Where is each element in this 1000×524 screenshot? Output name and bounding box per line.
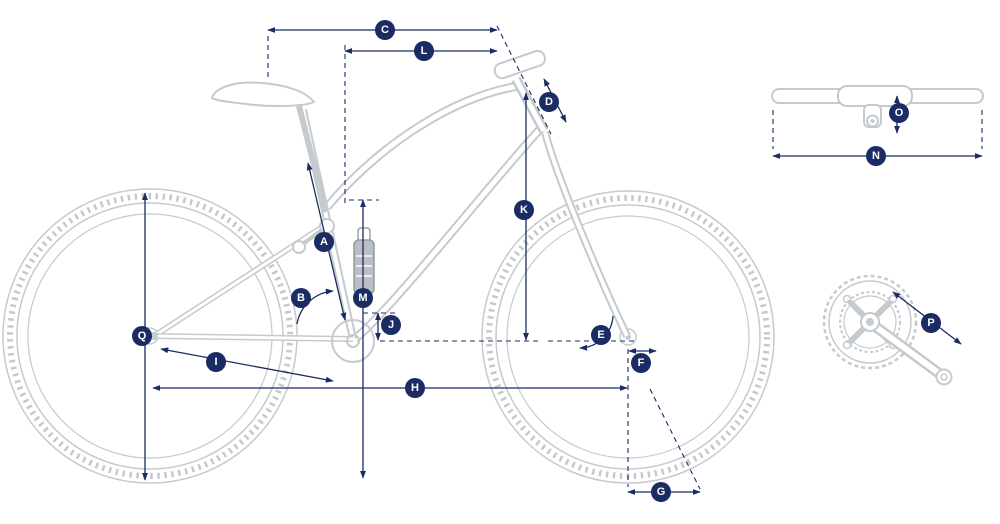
saddle [210, 81, 329, 213]
dim-label-n: N [866, 146, 886, 166]
dim-label-i: I [206, 352, 226, 372]
bottom-bracket [331, 319, 375, 363]
dim-label-l: L [414, 41, 434, 61]
handlebar-grip [493, 49, 546, 80]
bike-line-art [2, 49, 984, 484]
guide-lines [267, 25, 983, 490]
dim-label-h: H [405, 378, 425, 398]
dim-label-d: D [539, 92, 559, 112]
dim-i [160, 347, 334, 383]
dim-label-g: G [651, 482, 671, 502]
dim-label-k: K [514, 200, 534, 220]
dim-label-j: J [381, 315, 401, 335]
dim-label-o: O [889, 103, 909, 123]
dim-label-f: F [631, 353, 651, 373]
dim-label-q: Q [132, 326, 152, 346]
handlebar-detail [771, 85, 984, 128]
dim-label-b: B [291, 288, 311, 308]
dim-label-c: C [375, 20, 395, 40]
dim-label-m: M [353, 288, 373, 308]
dim-label-p: P [921, 313, 941, 333]
dim-label-e: E [591, 325, 611, 345]
dim-label-a: A [314, 232, 334, 252]
